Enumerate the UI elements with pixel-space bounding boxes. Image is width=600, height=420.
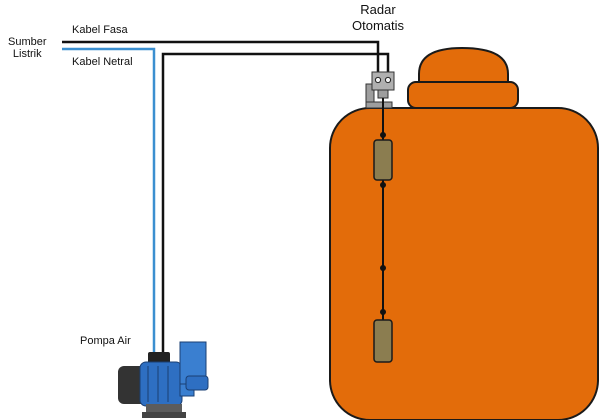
water-tank bbox=[329, 107, 599, 420]
sensor-label: Radar Otomatis bbox=[352, 2, 404, 34]
float-lower bbox=[373, 319, 393, 363]
phase-cable-label: Kabel Fasa bbox=[72, 24, 128, 36]
neutral-cable-label: Kabel Netral bbox=[72, 56, 133, 68]
automatic-level-sensor bbox=[365, 71, 395, 109]
pump-cable bbox=[161, 52, 390, 358]
phase-cable bbox=[62, 40, 380, 72]
power-source-label-line2: Listrik bbox=[12, 48, 42, 60]
power-source-label: Sumber Listrik bbox=[8, 36, 47, 60]
tank-cap bbox=[418, 46, 509, 83]
float-upper bbox=[373, 139, 393, 181]
power-source-label-line1: Sumber bbox=[8, 36, 47, 48]
sensor-label-line1: Radar bbox=[360, 2, 396, 17]
pump-label: Pompa Air bbox=[80, 335, 131, 347]
sensor-label-line2: Otomatis bbox=[352, 18, 405, 33]
tank-neck bbox=[407, 81, 519, 109]
water-pump bbox=[118, 341, 209, 418]
neutral-cable bbox=[62, 47, 156, 358]
